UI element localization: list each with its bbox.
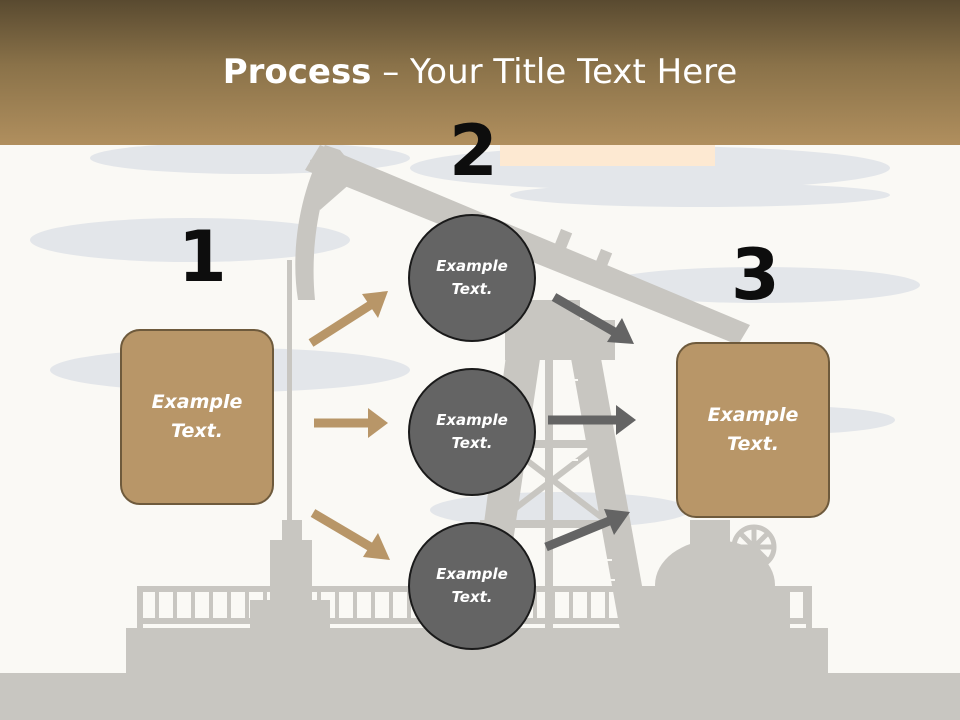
arrow-tan-down bbox=[310, 509, 390, 560]
arrow-gray-up bbox=[544, 509, 630, 552]
step1-line2: Text. bbox=[171, 420, 223, 442]
circle2-line2: Text. bbox=[451, 434, 493, 452]
step3-line2: Text. bbox=[727, 433, 779, 455]
step-number-1: 1 bbox=[178, 216, 227, 298]
step2-circle-bottom: Example Text. bbox=[408, 522, 536, 650]
fence-post bbox=[209, 590, 213, 622]
step-number-3: 3 bbox=[731, 234, 780, 316]
slide-title: Process – Your Title Text Here bbox=[0, 52, 960, 92]
fence-post bbox=[533, 590, 537, 622]
step1-line1: Example bbox=[151, 391, 243, 413]
fence-post bbox=[407, 590, 411, 622]
header-band bbox=[0, 0, 960, 145]
flywheel bbox=[731, 524, 777, 570]
circle1-line1: Example bbox=[436, 257, 508, 275]
circle2-line1: Example bbox=[436, 411, 508, 429]
step3-box: Example Text. bbox=[676, 342, 830, 518]
fence-post bbox=[335, 590, 339, 622]
step-number-2: 2 bbox=[449, 110, 498, 192]
fence-post bbox=[803, 590, 807, 622]
circle1-line2: Text. bbox=[451, 280, 493, 298]
step2-circle-top: Example Text. bbox=[408, 214, 536, 342]
fence-post bbox=[353, 590, 357, 622]
fence-post bbox=[191, 590, 195, 622]
ladder-rungs bbox=[566, 379, 615, 581]
arrow-tan-up bbox=[308, 291, 388, 347]
arrows bbox=[308, 291, 636, 560]
step2-circle-middle: Example Text. bbox=[408, 368, 536, 496]
circle3-line2: Text. bbox=[451, 588, 493, 606]
fence-post bbox=[605, 590, 609, 622]
step3-line1: Example bbox=[707, 404, 799, 426]
fence-post bbox=[173, 590, 177, 622]
title-rest: – Your Title Text Here bbox=[371, 52, 738, 92]
title-bold: Process bbox=[222, 52, 372, 92]
fence-post bbox=[227, 590, 231, 622]
arrow-tan-right bbox=[314, 408, 388, 438]
fence-post bbox=[569, 590, 573, 622]
fence-post bbox=[245, 590, 249, 622]
fence-post bbox=[587, 590, 591, 622]
fence-post bbox=[371, 590, 375, 622]
fence-post bbox=[389, 590, 393, 622]
step1-box: Example Text. bbox=[120, 329, 274, 505]
circle3-line1: Example bbox=[436, 565, 508, 583]
arrow-gray-right bbox=[548, 405, 636, 435]
fence-post bbox=[155, 590, 159, 622]
arrow-gray-down bbox=[551, 293, 634, 344]
